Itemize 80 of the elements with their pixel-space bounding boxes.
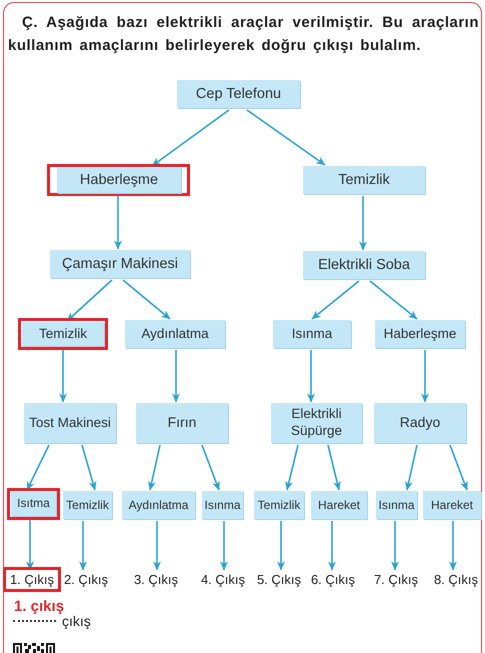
arrow: [370, 280, 418, 320]
label-text: çıkış: [62, 613, 91, 630]
arrow: [246, 109, 326, 166]
process-box: [273, 320, 351, 348]
arrow: [277, 521, 285, 570]
process-box: [423, 491, 481, 519]
box-label: Temizlik: [338, 170, 390, 190]
process-box: [375, 320, 465, 348]
arrow: [307, 350, 315, 402]
arrow: [152, 109, 230, 167]
box-label: Temizlik: [66, 498, 109, 512]
process-box: [125, 320, 225, 348]
arrow: [328, 521, 336, 570]
process-box: [254, 491, 304, 519]
process-box: [24, 403, 116, 443]
arrow: [449, 521, 457, 570]
exit-label: 6. Çıkış: [308, 571, 358, 589]
box-label: Fırın: [168, 414, 196, 432]
process-box: [303, 166, 425, 194]
box-label: Tost Makinesi: [29, 414, 111, 432]
process-box: [311, 491, 367, 519]
arrow: [26, 444, 50, 490]
process-box: [376, 491, 417, 519]
arrow: [359, 196, 367, 250]
process-box: [122, 491, 195, 519]
box-label: Radyo: [400, 414, 440, 432]
arrow: [449, 444, 468, 490]
exit-label: 2. Çıkış: [61, 571, 111, 589]
exit-label: 5. Çıkış: [254, 571, 304, 589]
process-box: [202, 491, 243, 519]
box-label: Çamaşır Makinesi: [62, 254, 178, 274]
arrow: [81, 444, 96, 490]
arrow: [79, 521, 87, 570]
arrow: [421, 350, 429, 402]
arrow: [172, 350, 180, 402]
highlight-frame: [3, 567, 61, 592]
arrow: [201, 444, 220, 490]
exit-label: 8. Çıkış: [431, 571, 481, 589]
box-label: Elektrikli Soba: [318, 256, 410, 274]
arrow: [327, 444, 341, 490]
box-label: Temizlik: [258, 498, 300, 512]
process-box: [303, 251, 425, 279]
process-box: [63, 491, 112, 519]
arrow: [66, 279, 113, 322]
highlight-frame: [47, 164, 190, 196]
box-label: Aydınlatma: [128, 498, 188, 512]
box-label: Elektrikli Süpürge: [290, 406, 344, 440]
box-label: Cep Telefonu: [196, 84, 282, 104]
box-label: Isınma: [204, 498, 240, 512]
arrow: [220, 521, 228, 570]
process-box: [57, 167, 181, 193]
box-label: Temizlik: [38, 326, 87, 342]
arrow: [153, 521, 161, 570]
process-box: [177, 80, 300, 108]
exit-label: 1. Çıkış: [6, 571, 58, 589]
exit-label: 4. Çıkış: [198, 571, 248, 589]
arrow: [59, 348, 67, 402]
box-label: Hareket: [318, 498, 360, 512]
process-box: [50, 250, 190, 278]
box-label: Hareket: [430, 498, 474, 512]
box-label: Isıtma: [17, 496, 50, 511]
answer-text: 1. çıkış: [14, 598, 64, 616]
arrow: [391, 521, 399, 570]
arrow: [122, 279, 171, 320]
box-label: Haberleşme: [384, 326, 456, 342]
instruction-text: Ç. Aşağıda bazı elektrikli araçlar verilmiştir. Bu araçların kullanım amaçlarını belirleyerek doğru çıkışı bulalım.: [8, 13, 479, 56]
exit-label: 7. Çıkış: [371, 571, 421, 589]
arrow: [285, 444, 299, 490]
arrow: [312, 280, 360, 320]
box-label: Haberleşme: [80, 170, 158, 190]
process-box: [136, 403, 228, 443]
process-box: [374, 403, 466, 443]
process-box: [271, 403, 362, 443]
box-label: Isınma: [292, 326, 332, 342]
arrow: [148, 444, 161, 490]
arrow: [114, 195, 122, 250]
exit-label: 3. Çıkış: [131, 571, 181, 589]
arrow: [405, 444, 418, 490]
box-label: Isınma: [378, 498, 414, 512]
box-label: Aydınlatma: [141, 326, 209, 342]
